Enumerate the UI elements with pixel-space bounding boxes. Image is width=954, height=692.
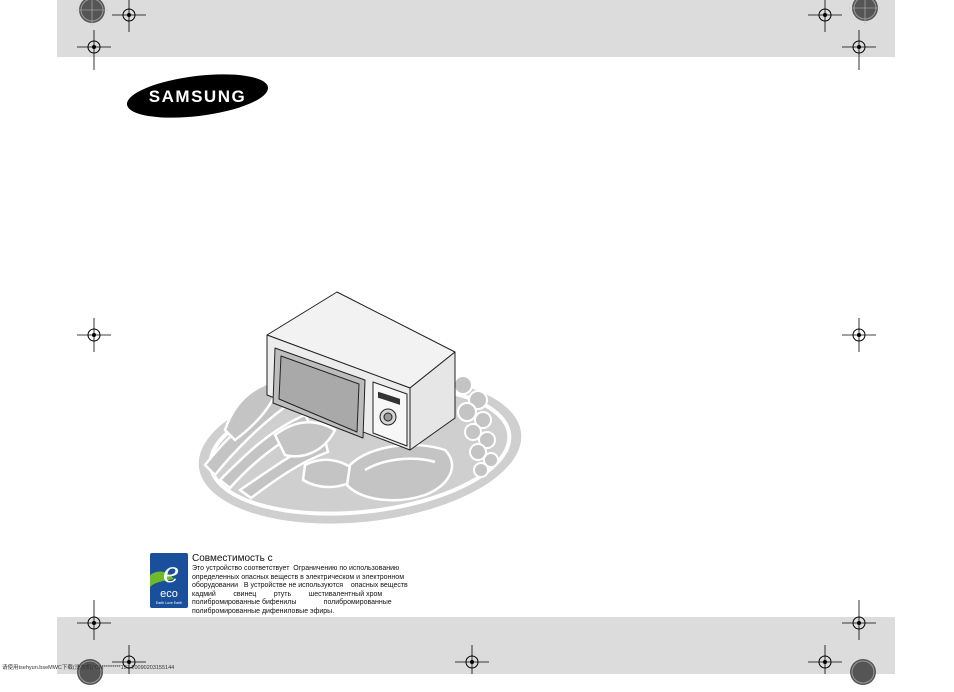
eco-line-5: полибромированные бифенилы полибромирова… [192, 599, 392, 606]
eco-line-6: полибромированные дифениловые эфиры. [192, 607, 335, 615]
bottom-print-band [57, 617, 895, 674]
crosshair-mark-top-left-1 [112, 0, 146, 32]
eco-line-1: Это устройство соответствует Ограничению… [192, 565, 400, 572]
eco-badge-icon: e eco Earth Love Earth [150, 553, 188, 608]
eco-badge-letter: e [163, 556, 180, 589]
registration-mark-bottom-right-circle [850, 659, 876, 685]
eco-line-2: определенных опасных веществ в электриче… [192, 573, 405, 581]
eco-badge-word: eco [160, 588, 178, 600]
crosshair-mark-mid-left [77, 318, 111, 352]
samsung-logo-text: SAMSUNG [149, 87, 246, 106]
crosshair-mark-bottom-right-2 [808, 645, 842, 674]
crosshair-mark-mid-right [842, 318, 876, 352]
crosshair-mark-bottom-right-1 [842, 600, 876, 640]
registration-mark-bottom-left-circle [77, 659, 103, 685]
crosshair-mark-bottom-left-1 [77, 600, 111, 640]
eco-compliance-text: Совместимость с Это устройство соответст… [192, 553, 462, 616]
steak [345, 443, 454, 502]
eco-badge-subtext: Earth Love Earth [156, 601, 182, 605]
eco-title: Совместимость с [192, 553, 273, 564]
samsung-logo: SAMSUNG [126, 74, 269, 118]
registration-mark-top-right-circle [849, 0, 881, 24]
registration-mark-top-left-circle [76, 0, 108, 26]
microwave-illustration [198, 291, 522, 524]
crosshair-mark-top-right-1 [808, 0, 842, 32]
print-slug: 请使用tsehyun.bseMWC下载(洗衣机)"CM********197 2… [2, 665, 175, 671]
eco-line-3: оборудовании В устройстве не используютс… [192, 582, 408, 589]
grapes [453, 375, 499, 478]
top-print-band [57, 0, 895, 57]
microwave-oven [266, 291, 456, 451]
eco-line-4: кадмий свинец ртуть шестивалентный хром [192, 590, 383, 598]
crosshair-mark-bottom-center [455, 645, 489, 674]
crosshair-mark-top-right-2 [842, 30, 876, 70]
crosshair-mark-bottom-left-2 [112, 645, 146, 674]
crosshair-mark-top-left-2 [77, 30, 111, 70]
